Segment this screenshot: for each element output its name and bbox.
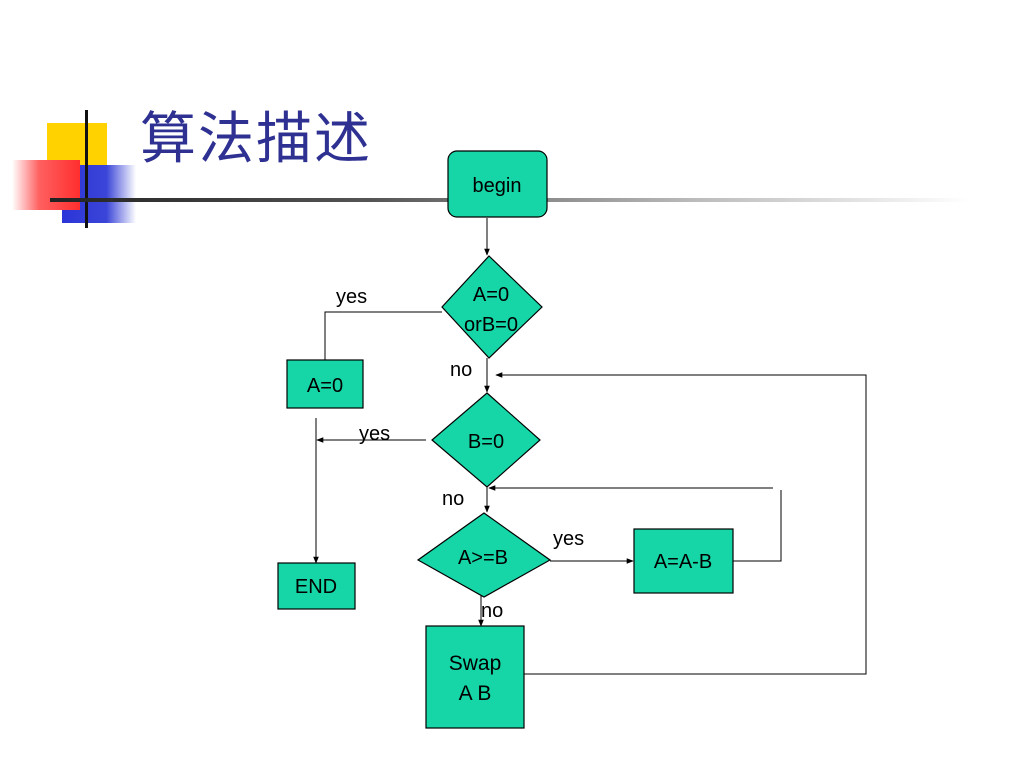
node-compare-label: A>=B [458, 547, 508, 569]
label-compare-yes: yes [553, 528, 584, 550]
label-check-b-zero-no: no [442, 488, 464, 510]
edge-check-zero-yes [324, 311, 442, 360]
node-swap-label-line1: Swap [449, 652, 502, 675]
edge-subtract-loop [733, 490, 782, 562]
edge-swap-loop [495, 372, 867, 675]
label-check-b-zero-yes: yes [359, 423, 390, 445]
node-check-zero: A=0 orB=0 [441, 255, 543, 359]
node-check-b-zero: B=0 [431, 392, 541, 488]
deco-vertical-line [85, 110, 88, 228]
node-begin-label: begin [473, 175, 522, 197]
label-check-zero-yes: yes [336, 286, 367, 308]
node-end: END [277, 562, 356, 610]
node-begin: begin [447, 150, 548, 218]
node-end-label: END [295, 576, 337, 598]
node-subtract: A=A-B [633, 528, 734, 594]
node-check-b-zero-label: B=0 [468, 431, 504, 453]
node-set-a-zero-label: A=0 [307, 375, 343, 397]
label-compare-no: no [481, 600, 503, 622]
edges [313, 218, 867, 675]
node-check-zero-label-line2: orB=0 [464, 314, 518, 336]
node-swap-label-line2: A B [459, 682, 492, 705]
node-swap: Swap A B [425, 625, 525, 729]
node-set-a-zero: A=0 [286, 359, 364, 409]
page-title: 算法描述 [140, 107, 372, 172]
node-compare: A>=B [416, 512, 552, 598]
node-check-zero-label-line1: A=0 [473, 284, 509, 306]
node-subtract-label: A=A-B [654, 551, 712, 573]
label-check-zero-no: no [450, 359, 472, 381]
